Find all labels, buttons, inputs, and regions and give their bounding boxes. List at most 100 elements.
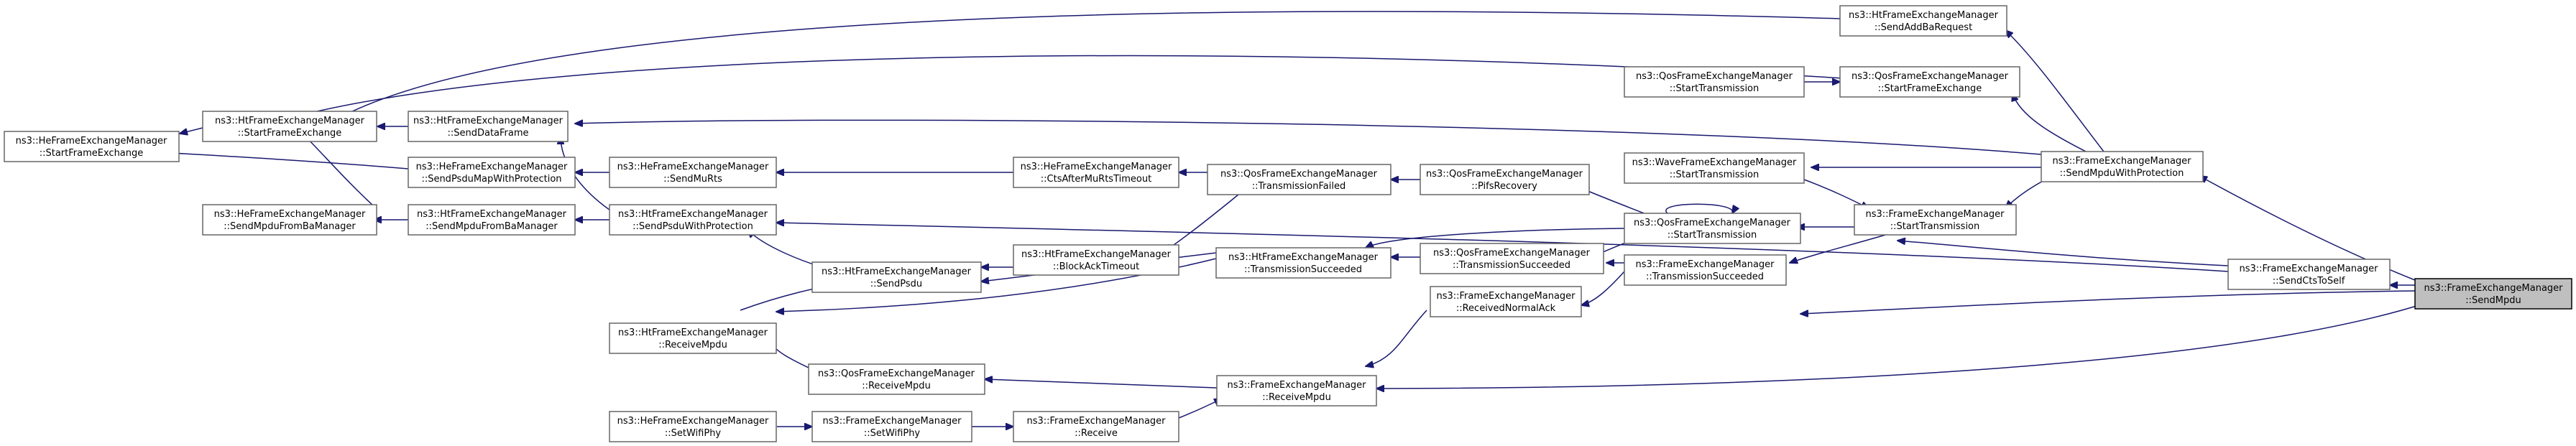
node-label-line1: ns3::QosFrameExchangeManager <box>1220 169 1378 180</box>
node-label-line2: ::SendDataFrame <box>447 128 528 139</box>
node-label-line1: ns3::HtFrameExchangeManager <box>618 327 768 338</box>
node-label-line1: ns3::FrameExchangeManager <box>822 416 962 427</box>
node-label-line1: ns3::HtFrameExchangeManager <box>417 209 567 220</box>
graph-node[interactable]: ns3::HtFrameExchangeManager ::SendDataFr… <box>408 111 569 142</box>
node-label-line2: ::SendMuRts <box>663 174 722 185</box>
node-label-line1: ns3::HeFrameExchangeManager <box>617 162 769 172</box>
edge-qosstartfe-to-htstart <box>288 55 1855 119</box>
graph-node[interactable]: ns3::HtFrameExchangeManager ::StartFrame… <box>202 111 377 142</box>
node-label-line2: ::SendPsduMapWithProtection <box>421 174 561 185</box>
node-label-line2: ::StartTransmission <box>1890 221 1980 232</box>
edge-addba-to-htstart <box>338 11 1841 119</box>
graph-node[interactable]: ns3::HeFrameExchangeManager ::SetWifiPhy <box>609 411 777 442</box>
edge-sendcts-to-femstarttx <box>1898 241 2229 266</box>
edge-sendmpduprot-to-senddata <box>575 119 2042 155</box>
node-label-line1: ns3::QosFrameExchangeManager <box>818 368 975 379</box>
graph-node[interactable]: ns3::HeFrameExchangeManager ::SendMpduFr… <box>202 204 377 236</box>
node-label-line2: ::SendMpdu <box>2465 295 2521 306</box>
edge-htmpdubam-to-htstart <box>302 133 374 207</box>
node-label-line1: ns3::HeFrameExchangeManager <box>416 162 568 172</box>
graph-node[interactable]: ns3::FrameExchangeManager ::Receive <box>1013 411 1179 442</box>
graph-node[interactable]: ns3::QosFrameExchangeManager ::PifsRecov… <box>1420 164 1590 195</box>
node-label-line2: ::SendMpduFromBaManager <box>224 221 356 232</box>
node-label-line1: ns3::HtFrameExchangeManager <box>215 116 365 126</box>
edge-qosstarttx-self <box>1665 203 1733 213</box>
graph-node[interactable]: ns3::HtFrameExchangeManager ::BlockAckTi… <box>1013 244 1179 276</box>
graph-node[interactable]: ns3::HtFrameExchangeManager ::Transmissi… <box>1215 247 1392 279</box>
edge-wavestarttx-to-femstarttx <box>1803 179 1869 208</box>
node-label-line2: ::TransmissionSucceeded <box>1453 260 1570 271</box>
node-label-line1: ns3::HtFrameExchangeManager <box>1228 252 1379 263</box>
node-label-line2: ::SendPsdu <box>870 279 922 289</box>
node-label-line2: ::SetWifiPhy <box>864 428 921 439</box>
node-label-line2: ::Receive <box>1075 428 1118 439</box>
graph-node[interactable]: ns3::HtFrameExchangeManager ::SendAddBaR… <box>1839 5 2007 37</box>
node-label-line1: ns3::HeFrameExchangeManager <box>1021 162 1172 172</box>
node-label-line2: ::StartFrameExchange <box>1878 83 1982 94</box>
node-label-line2: ::ReceiveMpdu <box>658 340 727 350</box>
node-label-line1: ns3::WaveFrameExchangeManager <box>1632 157 1797 168</box>
graph-node[interactable]: ns3::FrameExchangeManager ::Transmission… <box>1624 254 1787 286</box>
node-label-line1: ns3::FrameExchangeManager <box>2239 264 2378 274</box>
node-label-line1: ns3::FrameExchangeManager <box>1865 209 2005 220</box>
node-label-line1: ns3::QosFrameExchangeManager <box>1426 169 1583 180</box>
graph-node[interactable]: ns3::FrameExchangeManager ::SendMpduWith… <box>2041 151 2204 182</box>
node-label-line1: ns3::HeFrameExchangeManager <box>214 209 366 220</box>
edge-qosstarttx-to-httxsucc <box>1366 228 1625 248</box>
graph-node[interactable]: ns3::HtFrameExchangeManager ::SendPsduWi… <box>609 204 777 236</box>
nodes: ns3::HeFrameExchangeManager ::StartFrame… <box>4 5 2572 442</box>
node-label-line2: ::StartTransmission <box>1670 83 1760 94</box>
edge-sendmpdu-to-femrecvmpdu <box>1376 302 2426 389</box>
graph-node[interactable]: ns3::FrameExchangeManager ::ReceiveMpdu <box>1216 375 1377 406</box>
edge-femstarttx-to-femtxsucc <box>1790 233 1891 263</box>
node-label-line2: ::StartTransmission <box>1668 230 1757 241</box>
node-label-line1: ns3::FrameExchangeManager <box>2424 283 2563 294</box>
node-label-line1: ns3::HtFrameExchangeManager <box>413 116 564 126</box>
node-label-line1: ns3::HtFrameExchangeManager <box>1021 249 1172 260</box>
graph-node[interactable]: ns3::QosFrameExchangeManager ::ReceiveMp… <box>808 363 985 395</box>
node-label-line2: ::SendPsduWithProtection <box>632 221 753 232</box>
edge-sendmpduprot-to-qosstartfe <box>2012 93 2092 155</box>
node-label-line2: ::PifsRecovery <box>1471 181 1537 192</box>
node-label-line2: ::ReceiveMpdu <box>862 381 931 391</box>
graph-node[interactable]: ns3::WaveFrameExchangeManager ::StartTra… <box>1624 152 1805 184</box>
node-label-line1: ns3::HtFrameExchangeManager <box>618 209 768 220</box>
node-label-line1: ns3::HtFrameExchangeManager <box>1849 10 1999 21</box>
graph-node[interactable]: ns3::QosFrameExchangeManager ::StartFram… <box>1839 66 2020 98</box>
graph-node[interactable]: ns3::HeFrameExchangeManager ::StartFrame… <box>4 131 180 162</box>
node-label-line2: ::ReceivedNormalAck <box>1456 303 1556 314</box>
node-label-line2: ::SendAddBaRequest <box>1874 22 1972 33</box>
graph-node[interactable]: ns3::QosFrameExchangeManager ::StartTran… <box>1624 213 1801 244</box>
node-label-line1: ns3::QosFrameExchangeManager <box>1852 71 2009 82</box>
node-label-line1: ns3::FrameExchangeManager <box>2052 156 2191 167</box>
graph-node[interactable]: ns3::HeFrameExchangeManager ::SendPsduMa… <box>408 157 576 188</box>
node-label-line2: ::CtsAfterMuRtsTimeout <box>1041 174 1151 185</box>
edge-qosstarttx-to-qospifs <box>1581 188 1654 218</box>
node-label-line1: ns3::FrameExchangeManager <box>1436 291 1576 302</box>
node-label-line2: ::TransmissionFailed <box>1252 181 1346 192</box>
graph-node[interactable]: ns3::HeFrameExchangeManager ::SendMuRts <box>609 157 777 188</box>
edge-hepsdumap-to-hestart <box>158 152 409 169</box>
node-label-line1: ns3::HtFrameExchangeManager <box>822 266 972 277</box>
node-label-line1: ns3::QosFrameExchangeManager <box>1636 71 1793 82</box>
graph-node[interactable]: ns3::FrameExchangeManager ::SetWifiPhy <box>811 411 972 442</box>
edge-sendmpdu-to-femtxsucc <box>1800 290 2416 314</box>
node-label-line1: ns3::FrameExchangeManager <box>1026 416 1166 427</box>
node-label-line2: ::BlockAckTimeout <box>1053 261 1139 272</box>
edge-sendmpduprot-to-addba <box>2005 30 2107 155</box>
graph-node[interactable]: ns3::QosFrameExchangeManager ::StartTran… <box>1624 66 1805 98</box>
graph-node[interactable]: ns3::HeFrameExchangeManager ::CtsAfterMu… <box>1013 157 1179 188</box>
graph-node-current[interactable]: ns3::FrameExchangeManager ::SendMpdu <box>2414 278 2572 310</box>
graph-node[interactable]: ns3::QosFrameExchangeManager ::Transmiss… <box>1207 164 1392 195</box>
graph-node[interactable]: ns3::FrameExchangeManager ::SendCtsToSel… <box>2227 259 2391 290</box>
node-label-line2: ::SendMpduFromBaManager <box>426 221 558 232</box>
graph-node[interactable]: ns3::HtFrameExchangeManager ::SendPsdu <box>811 261 982 293</box>
node-label-line2: ::SetWifiPhy <box>665 428 722 439</box>
graph-node[interactable]: ns3::FrameExchangeManager ::ReceivedNorm… <box>1430 286 1582 317</box>
edges <box>158 11 2426 427</box>
graph-node[interactable]: ns3::HtFrameExchangeManager ::SendMpduFr… <box>408 204 576 236</box>
graph-node[interactable]: ns3::FrameExchangeManager ::StartTransmi… <box>1854 204 2017 236</box>
graph-node[interactable]: ns3::QosFrameExchangeManager ::Transmiss… <box>1420 243 1604 274</box>
edge-femtxsucc-to-femnormalack <box>1581 271 1625 305</box>
graph-node[interactable]: ns3::HtFrameExchangeManager ::ReceiveMpd… <box>609 322 777 354</box>
